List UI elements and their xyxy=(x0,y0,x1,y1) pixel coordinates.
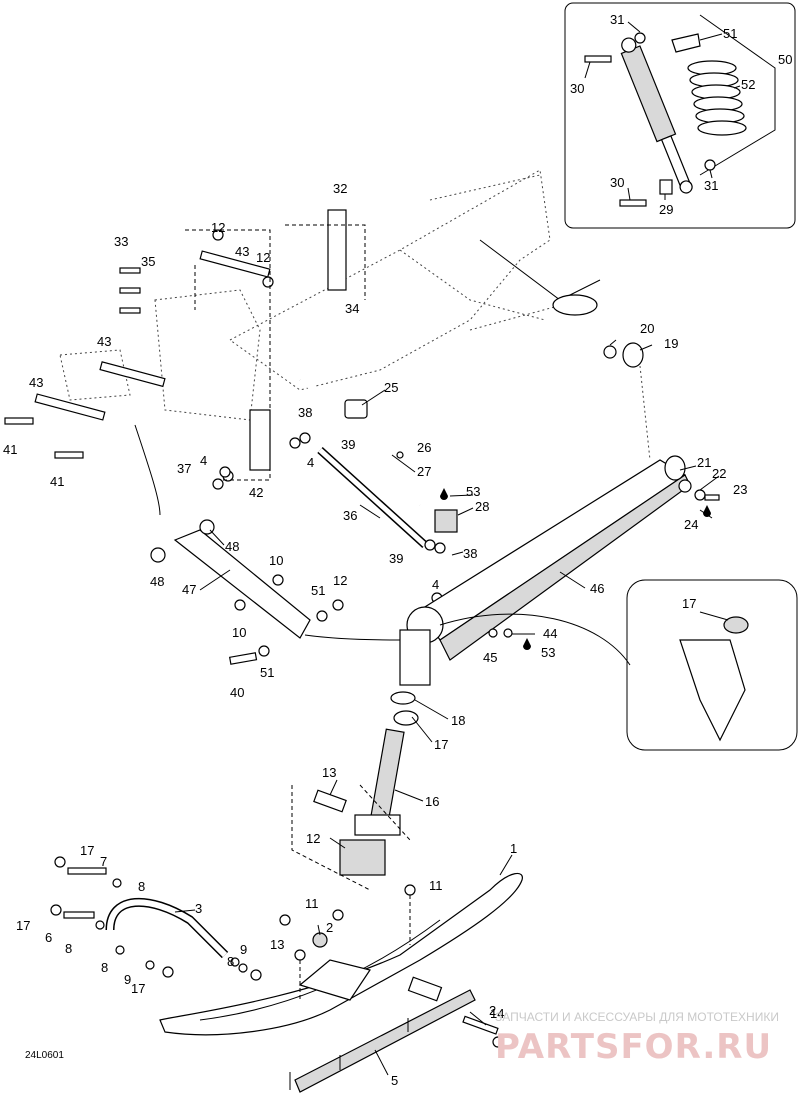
callout-40: 40 xyxy=(230,685,244,700)
callout-31: 31 xyxy=(704,178,718,193)
callout-39: 39 xyxy=(389,551,403,566)
callout-47: 47 xyxy=(182,582,196,597)
callout-42: 42 xyxy=(249,485,263,500)
callout-43: 43 xyxy=(29,375,43,390)
callout-41: 41 xyxy=(3,442,17,457)
callout-51: 51 xyxy=(723,26,737,41)
spindle-detail-inset xyxy=(626,579,798,751)
callout-41: 41 xyxy=(50,474,64,489)
callout-16: 16 xyxy=(425,794,439,809)
callout-14: 14 xyxy=(490,1006,504,1021)
callout-28: 28 xyxy=(475,499,489,514)
callout-26: 26 xyxy=(417,440,431,455)
callout-11: 11 xyxy=(429,878,443,893)
callout-51: 51 xyxy=(311,583,325,598)
callout-labels: 1 2 2 3 4 4 4 5 6 7 8 8 8 8 9 9 10 10 11… xyxy=(3,12,792,1088)
spring-52 xyxy=(687,60,747,136)
callout-5: 5 xyxy=(391,1073,398,1088)
callout-20: 20 xyxy=(640,321,654,336)
callout-12: 12 xyxy=(211,220,225,235)
leader-lines xyxy=(174,339,720,1076)
callout-4: 4 xyxy=(307,455,314,470)
callout-44: 44 xyxy=(543,626,557,641)
callout-52: 52 xyxy=(741,77,755,92)
callout-34: 34 xyxy=(345,301,359,316)
callout-4: 4 xyxy=(200,453,207,468)
callout-8: 8 xyxy=(227,954,234,969)
callout-37: 37 xyxy=(177,461,191,476)
callout-29: 29 xyxy=(659,202,673,217)
callout-11: 11 xyxy=(305,896,319,911)
callout-23: 23 xyxy=(733,482,747,497)
callout-24: 24 xyxy=(684,517,698,532)
callout-9: 9 xyxy=(240,942,247,957)
callout-12: 12 xyxy=(256,250,270,265)
misc-hardware xyxy=(219,451,711,650)
callout-53: 53 xyxy=(466,484,480,499)
callout-38: 38 xyxy=(298,405,312,420)
callout-48: 48 xyxy=(150,574,164,589)
callout-8: 8 xyxy=(101,960,108,975)
trailing-arm xyxy=(399,342,720,686)
callout-21: 21 xyxy=(697,455,711,470)
callout-12: 12 xyxy=(333,573,347,588)
watermark-tagline: ЗАПЧАСТИ И АКСЕССУАРЫ ДЛЯ МОТОТЕХНИКИ xyxy=(495,1010,779,1024)
callout-13: 13 xyxy=(322,765,336,780)
callout-45: 45 xyxy=(483,650,497,665)
callout-38: 38 xyxy=(463,546,477,561)
chassis-frame-outline xyxy=(229,169,601,391)
steering-rods xyxy=(289,377,458,604)
callout-19: 19 xyxy=(664,336,678,351)
callout-48: 48 xyxy=(225,539,239,554)
callout-1: 1 xyxy=(510,841,517,856)
callout-17: 17 xyxy=(16,918,30,933)
callout-43: 43 xyxy=(97,334,111,349)
diagram-code: 24L0601 xyxy=(25,1050,64,1061)
callout-39: 39 xyxy=(341,437,355,452)
callout-10: 10 xyxy=(232,625,246,640)
callout-7: 7 xyxy=(100,854,107,869)
callout-8: 8 xyxy=(65,941,72,956)
callout-18: 18 xyxy=(451,713,465,728)
callout-33: 33 xyxy=(114,234,128,249)
callout-4: 4 xyxy=(432,577,439,592)
callout-22: 22 xyxy=(712,466,726,481)
shock-absorber-inset xyxy=(564,2,796,229)
callout-8: 8 xyxy=(138,879,145,894)
lower-a-arm xyxy=(134,424,401,665)
callout-51: 51 xyxy=(260,665,274,680)
callout-32: 32 xyxy=(333,181,347,196)
callout-30: 30 xyxy=(570,81,584,96)
callout-17: 17 xyxy=(80,843,94,858)
callout-12: 12 xyxy=(306,831,320,846)
callout-30: 30 xyxy=(610,175,624,190)
callout-2: 2 xyxy=(489,1003,496,1018)
callout-27: 27 xyxy=(417,464,431,479)
left-bracket-assembly xyxy=(4,209,366,490)
callout-31: 31 xyxy=(610,12,624,27)
callout-46: 46 xyxy=(590,581,604,596)
callout-53: 53 xyxy=(541,645,555,660)
callout-36: 36 xyxy=(343,508,357,523)
callout-3: 3 xyxy=(195,901,202,916)
callout-35: 35 xyxy=(141,254,155,269)
callout-9: 9 xyxy=(124,972,131,987)
ski-and-runner xyxy=(159,872,523,1093)
callout-6: 6 xyxy=(45,930,52,945)
callout-17: 17 xyxy=(434,737,448,752)
callout-50: 50 xyxy=(778,52,792,67)
watermark-logo: PARTSFOR.RU xyxy=(495,1027,772,1067)
callout-17: 17 xyxy=(682,596,696,611)
callout-43: 43 xyxy=(235,244,249,259)
ski-loop-handle xyxy=(50,856,262,981)
callout-2: 2 xyxy=(326,920,333,935)
callout-25: 25 xyxy=(384,380,398,395)
spindle-assembly xyxy=(291,691,419,891)
callout-13: 13 xyxy=(270,937,284,952)
callout-10: 10 xyxy=(269,553,283,568)
callout-17: 17 xyxy=(131,981,145,996)
